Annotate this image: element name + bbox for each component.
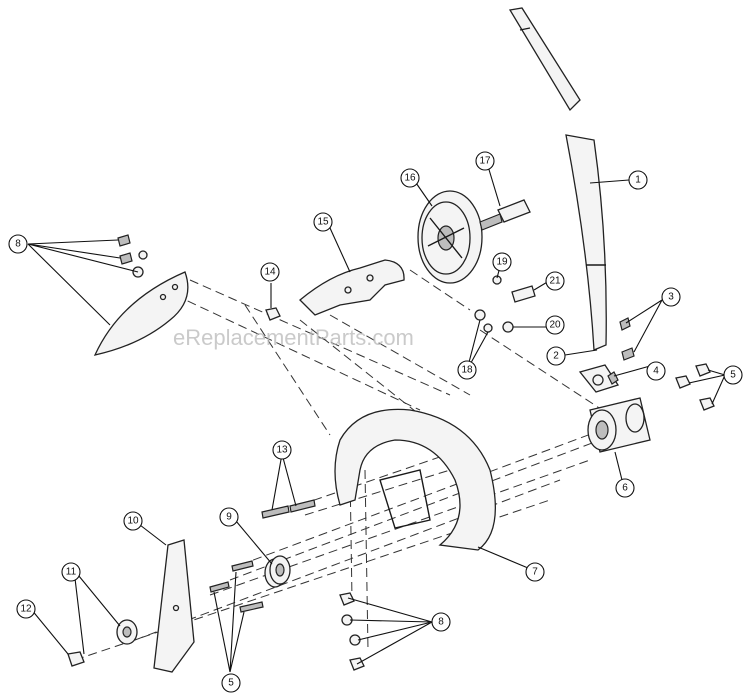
callout-label: 5 [228,678,234,689]
callout-label: 6 [622,483,628,494]
callout-12: 12 [16,599,36,619]
callout-3: 3 [661,287,681,307]
callout-label: 3 [668,292,674,303]
bearing-part [264,555,291,588]
pulley-bracket-part [299,259,405,316]
callout-2: 2 [546,346,566,366]
blade-nut-part [67,651,85,667]
handle-tube-part [508,7,607,351]
callout-label: 8 [438,617,444,628]
callout-label: 9 [226,512,232,523]
gear-housing-part [587,397,651,453]
screw-set-5-bottom [209,560,264,613]
callout-8-top: 8 [8,234,28,254]
callout-label: 10 [127,516,139,527]
callout-18: 18 [457,360,477,380]
callout-6: 6 [615,478,635,498]
callout-20: 20 [545,315,565,335]
callout-label: 16 [404,173,416,184]
nut-set-right [675,363,715,411]
callout-label: 13 [276,445,288,456]
callout-label: 21 [549,276,561,287]
nut-part-14 [265,307,281,321]
callout-label: 14 [264,267,276,278]
blade-guard-part [334,408,496,551]
callout-label: 18 [461,365,473,376]
callout-4: 4 [646,361,666,381]
callout-7: 7 [525,562,545,582]
leader-lines [27,162,726,673]
callout-21: 21 [545,271,565,291]
callout-label: 7 [532,567,538,578]
callout-13: 13 [272,440,292,460]
callout-5-bottom: 5 [221,673,241,693]
washer-set-bottom [339,592,365,671]
handle-bracket-part [578,317,635,393]
small-hardware-set [474,275,536,333]
callout-9: 9 [219,507,239,527]
callout-label: 12 [20,604,32,615]
callout-label: 17 [479,156,491,167]
callout-5-right: 5 [723,365,743,385]
callout-label: 19 [496,257,508,268]
callout-17: 17 [475,151,495,171]
callout-15: 15 [313,212,333,232]
callout-label: 4 [653,366,659,377]
callout-label: 5 [730,370,736,381]
shaft-bolt-part [479,199,531,231]
edger-blade-part [153,539,195,673]
callout-label: 1 [635,175,641,186]
callout-14: 14 [260,262,280,282]
watermark-text: eReplacementParts.com [173,325,414,350]
callout-1: 1 [628,170,648,190]
callout-label: 20 [549,320,561,331]
callout-label: 2 [553,351,559,362]
callout-11: 11 [61,562,81,582]
callout-label: 11 [66,567,77,578]
callout-16: 16 [400,168,420,188]
callout-label: 15 [317,217,329,228]
callout-8-bottom: 8 [431,612,451,632]
guard-plate-part [93,271,189,356]
callout-19: 19 [492,252,512,272]
callout-10: 10 [123,511,143,531]
screw-set-13 [261,499,316,519]
screw-set-top-left [117,234,148,278]
callout-label: 8 [15,239,21,250]
blade-washer-part [116,619,138,645]
pulley-part [417,190,483,284]
